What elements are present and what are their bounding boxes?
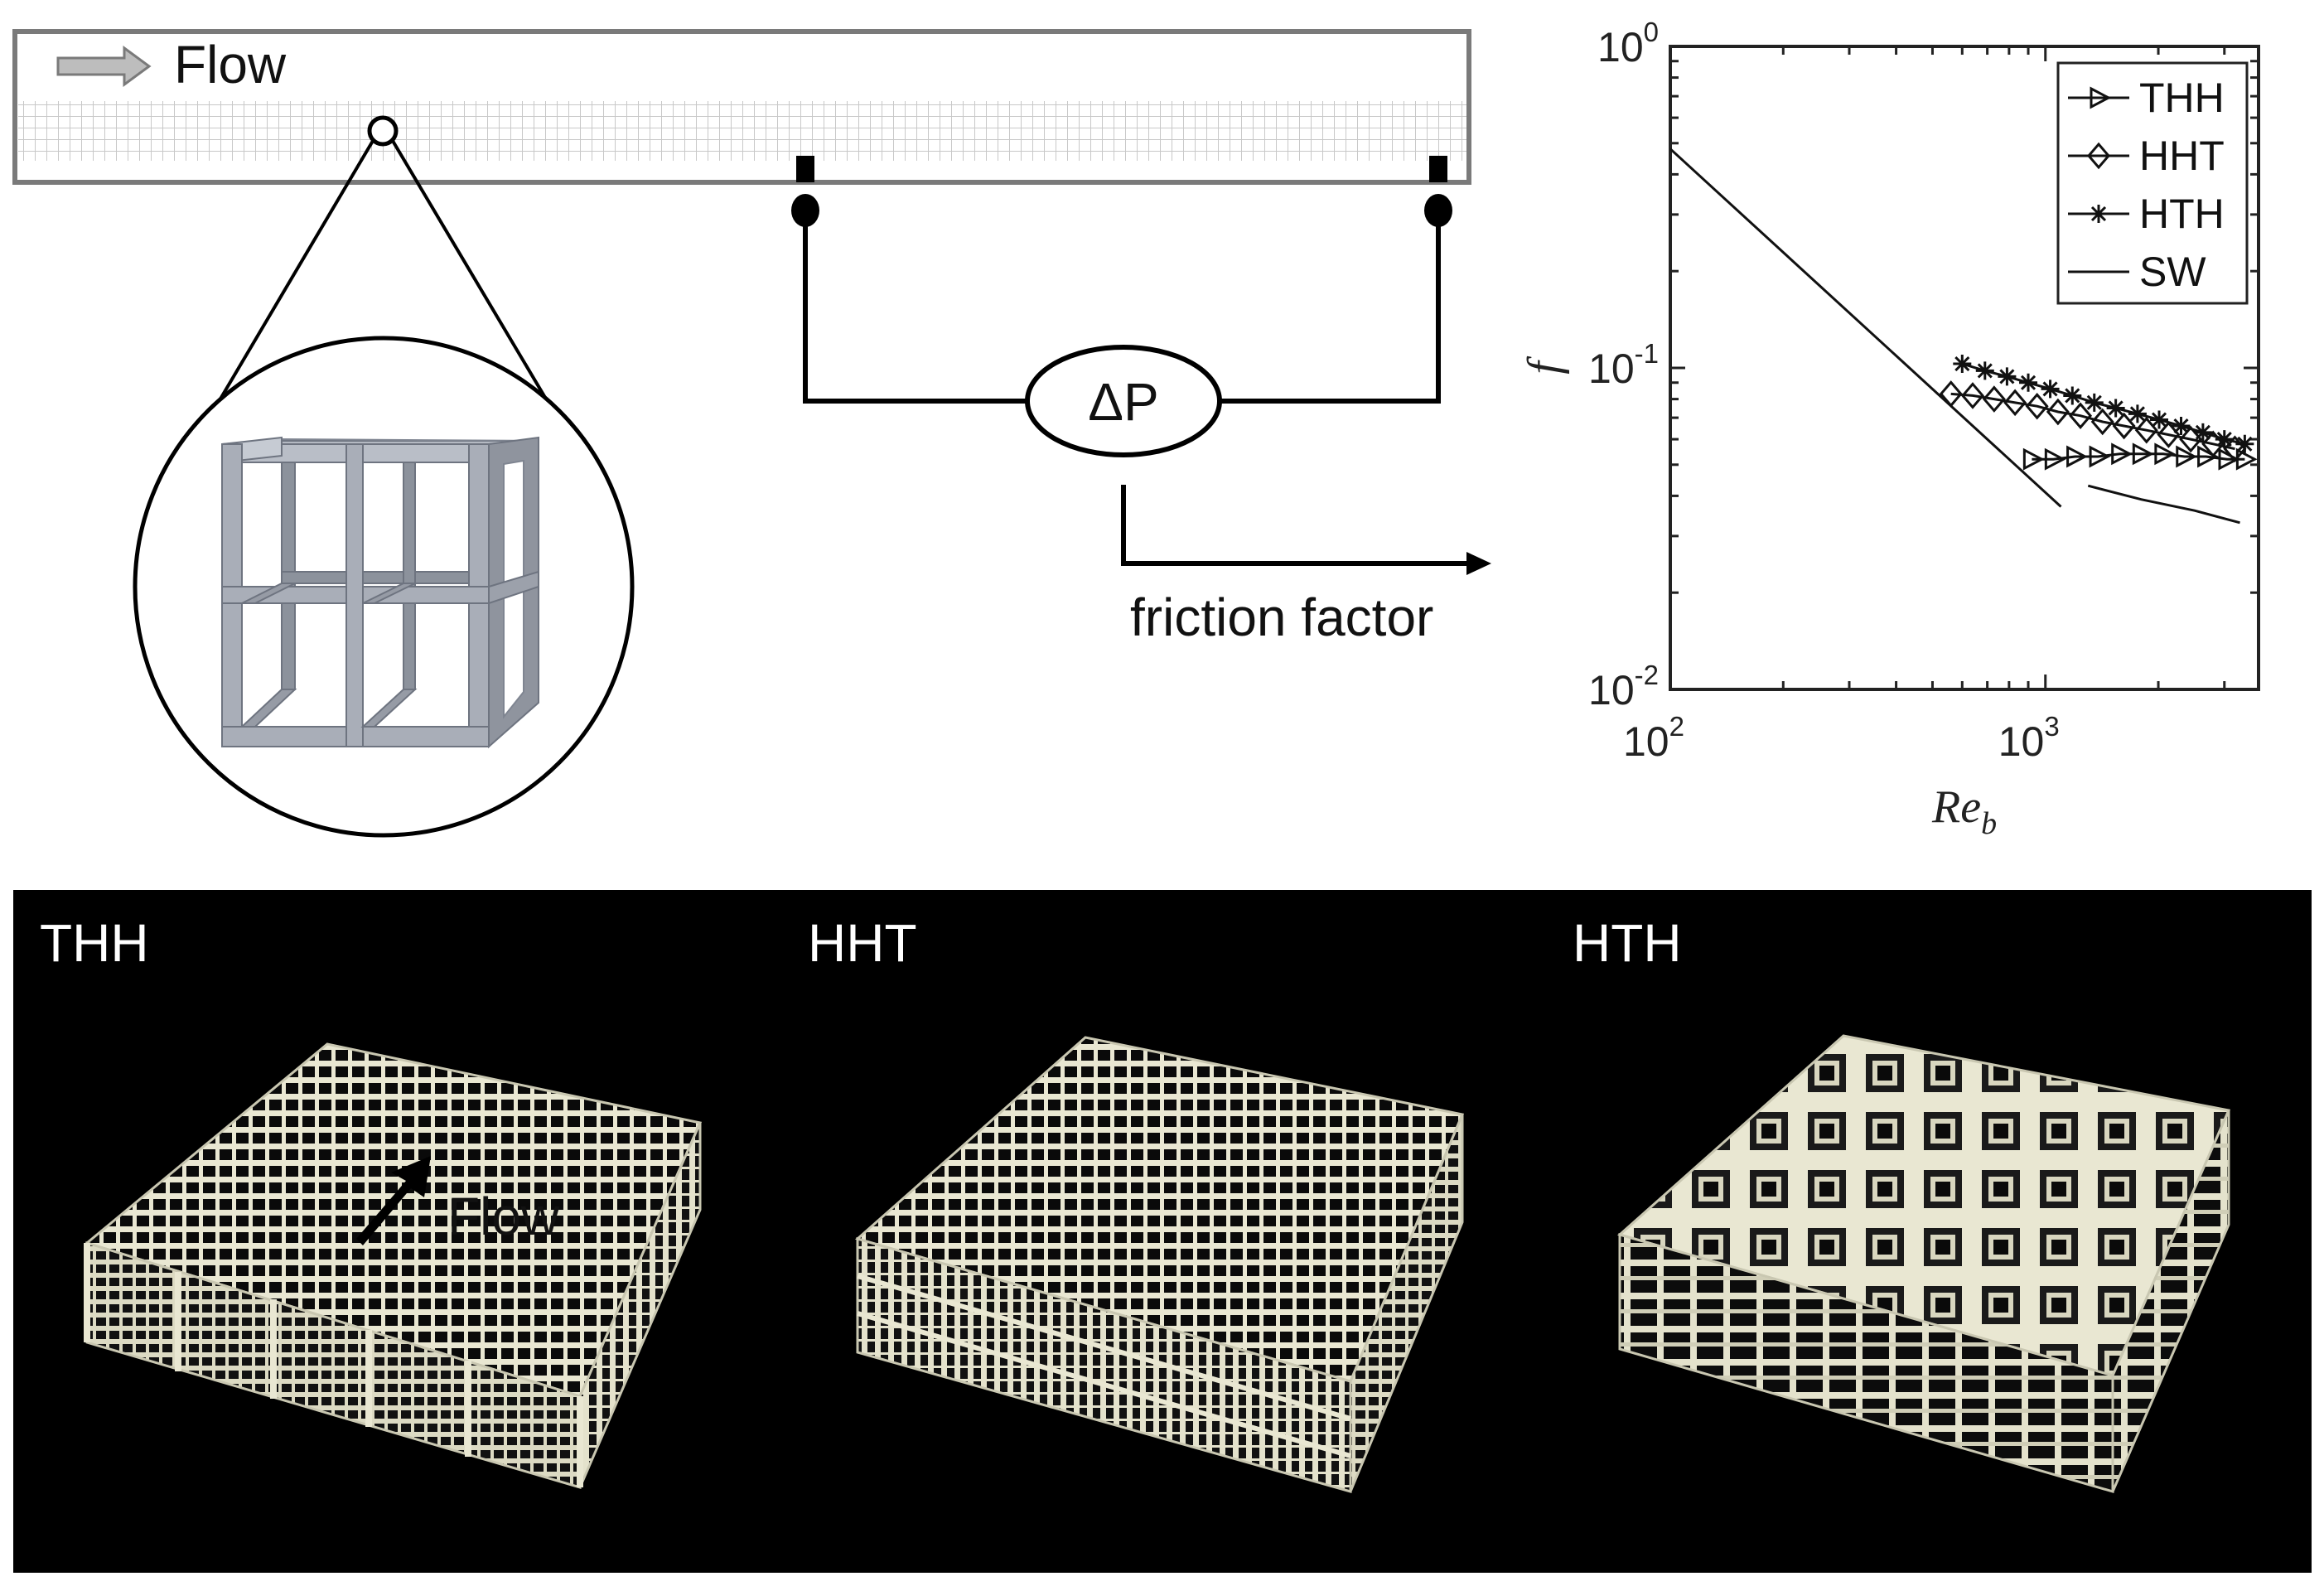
friction-factor-chart: 102 103 10-2 10-1 100 f Reb THH HHT HTH SW	[1519, 17, 2260, 841]
thh-lattice-block	[84, 1042, 703, 1490]
point-thh	[2044, 447, 2066, 471]
point-hht	[2112, 412, 2136, 440]
point-hth	[2019, 373, 2038, 392]
series-hth	[1953, 355, 2254, 453]
point-thh	[2132, 442, 2154, 466]
point-hth	[2235, 434, 2254, 453]
point-hht	[1982, 385, 2006, 413]
x-axis-label-main: Re	[1931, 781, 1981, 833]
zoom-line-left	[210, 139, 374, 416]
series-line-hht	[1950, 392, 2235, 451]
point-thh	[2089, 445, 2111, 468]
legend-marker-hth	[2090, 205, 2108, 223]
hth-lattice-block	[1616, 1034, 2231, 1493]
legend-label-hht: HHT	[2139, 133, 2225, 179]
thh-posts	[84, 1243, 583, 1487]
panel-label-hht: HHT	[808, 913, 917, 973]
pressure-gauge	[1025, 345, 1222, 457]
friction-arrow	[1121, 485, 1479, 566]
hth-right-face	[2111, 1110, 2230, 1492]
point-hht	[2069, 402, 2093, 430]
flow-arrow-icon	[56, 46, 152, 87]
point-thh	[2154, 442, 2177, 466]
point-hht	[2003, 389, 2027, 417]
y-tick-label: 100	[1597, 17, 1659, 70]
point-hht	[1961, 382, 1984, 409]
panel-label-hth: HTH	[1573, 913, 1682, 973]
panel-label-thh: THH	[40, 913, 149, 973]
y-axis-label-text: f	[1519, 355, 1570, 375]
point-hht	[2090, 408, 2114, 436]
zoom-point-marker	[367, 115, 399, 147]
point-hht	[2179, 425, 2203, 453]
point-thh	[2197, 445, 2219, 468]
point-hth	[2041, 380, 2060, 399]
hht-edges	[857, 1274, 1351, 1458]
point-hth	[1998, 367, 2017, 386]
point-hth	[2085, 393, 2104, 412]
point-hth	[2215, 430, 2234, 449]
channel-schematic: Flow	[12, 29, 1491, 838]
series-sw	[1670, 147, 2240, 525]
legend-label-sw: SW	[2139, 249, 2206, 295]
y-tick-label: 10-1	[1588, 338, 1659, 392]
friction-factor-label: friction factor	[1130, 587, 1433, 647]
x-axis-label: Reb	[1931, 781, 1997, 841]
channel-flow-label: Flow	[174, 35, 287, 94]
zoom-line-right	[391, 139, 557, 416]
pressure-tap-right	[1429, 156, 1447, 182]
x-axis-label-sub: b	[1981, 806, 1997, 841]
x-axis-label-text: Reb	[1931, 781, 1997, 841]
lattice-panels: Flow THH HHT HTH	[13, 890, 2312, 1573]
point-hth	[2172, 417, 2191, 436]
legend-marker-hht	[2087, 142, 2110, 170]
pressure-line	[803, 210, 1441, 404]
legend-marker-thh	[2090, 86, 2112, 109]
chart-ticks: 102 103 10-2 10-1 100	[1588, 17, 2259, 765]
x-tick-label: 103	[1998, 711, 2060, 765]
series-line-sw	[1670, 147, 2062, 508]
point-hth	[2193, 423, 2212, 442]
pressure-gauge-label: ΔP	[1088, 372, 1158, 432]
hht-lattice-block	[854, 1036, 1465, 1493]
legend-box	[2056, 61, 2249, 305]
point-hth	[1953, 355, 1972, 374]
y-tick-label: 10-2	[1588, 660, 1659, 713]
series-line-sw	[2087, 484, 2240, 525]
point-hth	[2128, 404, 2147, 423]
point-thh	[2066, 445, 2088, 468]
chart-legend: THH HHT HTH SW	[2056, 61, 2249, 305]
point-thh	[2022, 447, 2045, 471]
point-hth	[1975, 361, 1994, 380]
y-axis-label: f	[1519, 355, 1570, 375]
legend-label-hth: HTH	[2139, 191, 2225, 237]
x-tick-label: 102	[1623, 711, 1684, 765]
point-thh	[2176, 445, 2197, 468]
friction-arrow-head-icon	[1466, 552, 1491, 575]
pressure-tap-left	[796, 156, 814, 182]
point-hth	[2106, 399, 2125, 418]
chart-series	[1670, 147, 2258, 525]
thh-flow-label: Flow	[447, 1187, 560, 1246]
unit-cell-cube-icon	[221, 436, 539, 749]
point-hht	[2046, 398, 2070, 426]
point-thh	[2111, 442, 2133, 466]
point-hth	[2150, 410, 2169, 429]
legend-label-thh: THH	[2139, 75, 2225, 121]
point-hth	[2063, 386, 2082, 405]
point-hht	[2025, 392, 2049, 420]
thh-flow-arrow-icon	[356, 1156, 431, 1245]
lattice-strip	[18, 101, 1466, 161]
